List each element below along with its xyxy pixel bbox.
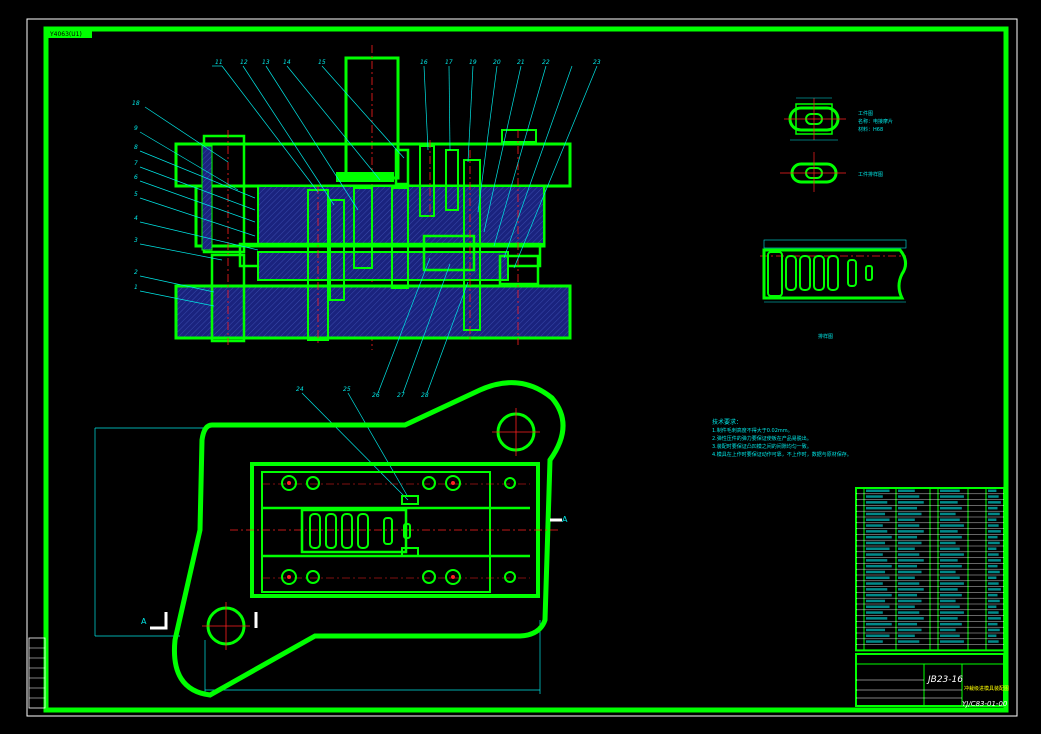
part-label-11: 11: [215, 59, 223, 66]
part-label-21: 21: [517, 59, 525, 66]
main-section-view: [174, 45, 572, 350]
corner-tag: Y4063(U1): [48, 30, 92, 38]
workpiece-caption: 工件图: [858, 110, 873, 117]
tech-item-4: 4.模具在上作时要保证动作可靠，不上作时，数据与原材保存。: [712, 451, 852, 458]
part-label-20: 20: [493, 59, 501, 66]
tech-item-3: 3.装配时要保证凸凹模之间的间隙均匀一致。: [712, 443, 812, 450]
workpiece-name: 名称：电接摩片: [858, 118, 893, 125]
title-block-name: 冲裁级进模具装配图: [964, 685, 1009, 692]
part-label-19: 19: [469, 59, 477, 66]
tech-item-2: 2.弹性压件的弹力要保证使板在产品易脱出。: [712, 435, 812, 442]
part-label-6: 6: [134, 174, 138, 181]
tech-item-1: 1.制件毛刺高度不得大于0.02mm。: [712, 427, 793, 434]
left-side-strip: [28, 637, 46, 709]
part-label-8: 8: [134, 144, 138, 151]
part-label-18: 18: [132, 100, 140, 107]
section-label-left: A: [141, 617, 147, 626]
leader-lines: [139, 65, 598, 501]
title-block: JB23-16 冲裁级进模具装配图 YJ/C83-01-00: [855, 653, 1009, 708]
section-label-right: A: [562, 515, 568, 524]
part-label-14: 14: [283, 59, 291, 66]
part-label-26: 26: [372, 392, 380, 399]
part-label-3: 3: [134, 237, 138, 244]
part-label-5: 5: [134, 191, 138, 198]
part-label-13: 13: [262, 59, 270, 66]
part-label-4: 4: [134, 215, 138, 222]
tech-requirements: 技术要求： 1.制件毛刺高度不得大于0.02mm。 2.弹性压件的弹力要保证使板…: [712, 418, 852, 458]
workpiece-drawing: 工件图 名称：电接摩片 材料：H68 工件排样图: [780, 97, 893, 192]
part-label-22: 22: [542, 59, 550, 66]
part-labels: 18 9 8 7 6 5 4 3 2 1 11 12 13 14 15 16 1…: [132, 59, 601, 399]
strip-caption: 排样图: [818, 333, 833, 340]
part-label-1: 1: [134, 284, 138, 291]
tech-title: 技术要求：: [712, 418, 742, 426]
part-label-17: 17: [445, 59, 453, 66]
part-label-9: 9: [134, 125, 138, 132]
drawing-frame: [26, 18, 1018, 717]
part-label-25: 25: [343, 386, 351, 393]
part-label-23: 23: [593, 59, 601, 66]
part-label-15: 15: [318, 59, 326, 66]
parts-list: [855, 487, 1005, 652]
strip-layout: 排样图: [760, 239, 907, 340]
part-label-12: 12: [240, 59, 248, 66]
drawing-number: JB23-16: [926, 675, 963, 685]
workpiece-material: 材料：H68: [858, 126, 883, 133]
corner-tag-text: Y4063(U1): [49, 31, 82, 38]
layout-caption: 工件排样图: [858, 171, 883, 178]
part-label-24: 24: [296, 386, 304, 393]
drawing-code: YJ/C83-01-00: [962, 700, 1008, 708]
plan-view: A A: [94, 380, 568, 698]
part-label-27: 27: [397, 392, 405, 399]
part-label-2: 2: [134, 269, 138, 276]
part-label-28: 28: [421, 392, 429, 399]
part-label-7: 7: [134, 160, 138, 167]
part-label-16: 16: [420, 59, 428, 66]
